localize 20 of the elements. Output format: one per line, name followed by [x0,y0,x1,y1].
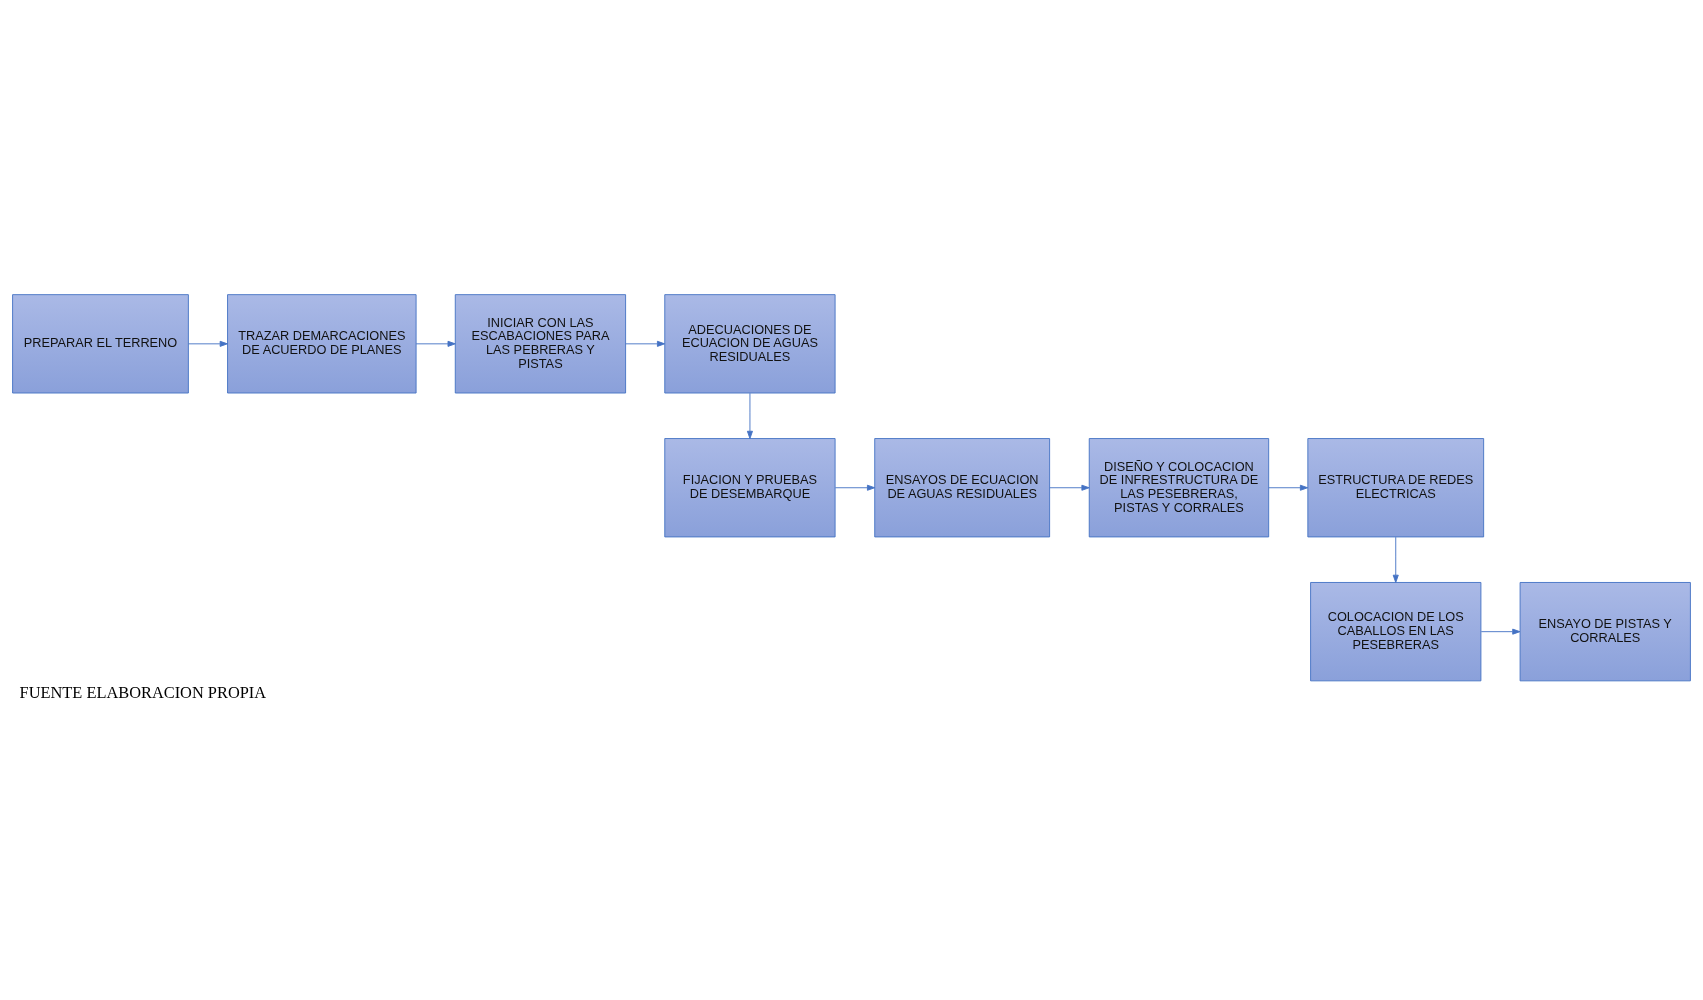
node-box: TRAZAR DEMARCACIONES DE ACUERDO DE PLANES [227,293,417,393]
node-box: ENSAYOS DE ECUACION DE AGUAS RESIDUALES [874,437,1051,537]
arrow [746,392,753,439]
arrow [415,340,456,347]
node-box: COLOCACION DE LOS CABALLOS EN LAS PESEBRERAS [1310,581,1482,681]
arrow [625,340,666,347]
arrow [1049,484,1090,491]
arrow [188,340,228,347]
arrow [834,484,876,491]
arrow [1392,536,1399,583]
node-box: ADECUACIONES DE ECUACION DE AGUAS RESIDUALES [664,293,836,393]
arrow [1268,484,1309,491]
arrow [1480,628,1521,635]
node-box: FIJACION Y PRUEBAS DE DESEMBARQUE [664,437,836,537]
node-box: DISEÑO Y COLOCACION DE INFRESTRUCTURA DE LAS PESEBRERAS, PISTAS Y CORRALES [1088,437,1270,537]
node-box: INICIAR CON LAS ESCABACIONES PARA LAS PEBRERAS Y PISTAS [454,293,627,393]
node-box: ENSAYO DE PISTAS Y CORRALES [1519,581,1691,681]
node-box: PREPARAR EL TERRENO [12,293,189,393]
caption: FUENTE ELABORACION PROPIA [19,682,267,702]
node-box: ESTRUCTURA DE REDES ELECTRICAS [1307,437,1485,537]
